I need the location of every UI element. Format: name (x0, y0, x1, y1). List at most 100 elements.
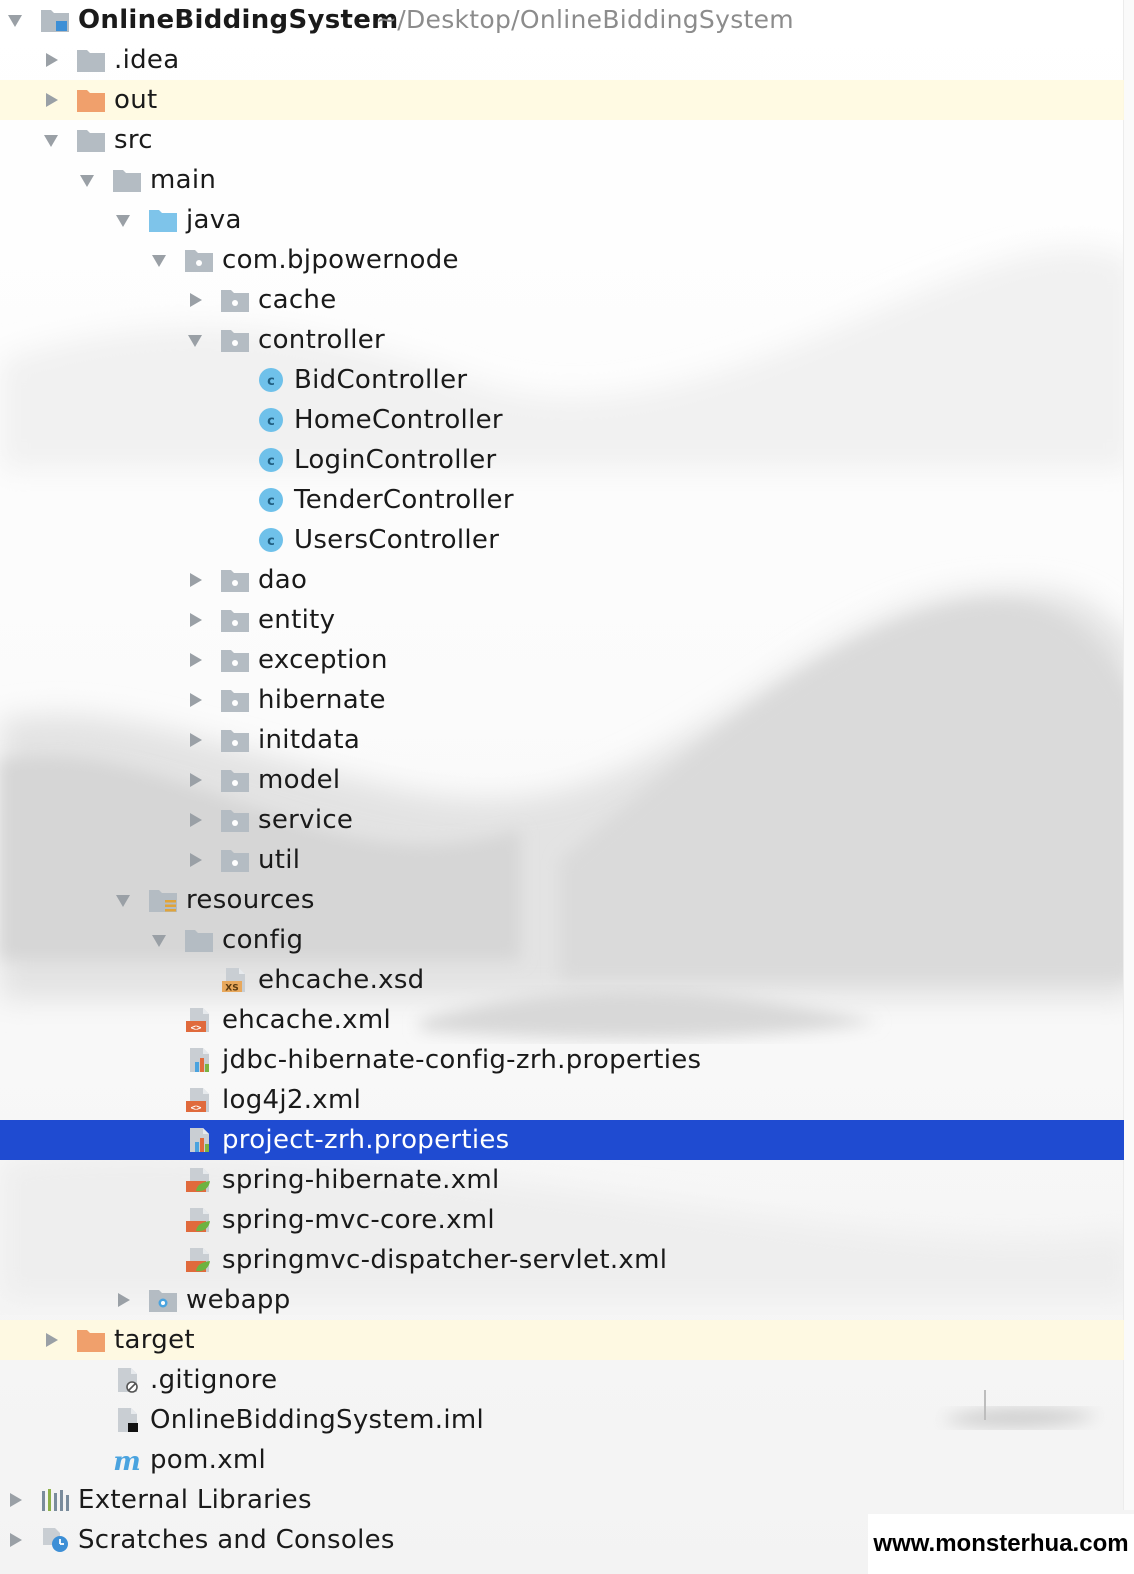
tree-root-row[interactable]: OnlineBiddingSystem ~/Desktop/OnlineBidd… (0, 0, 1124, 40)
tree-row-springmvc-dispatcher-servlet-xml[interactable]: springmvc-dispatcher-servlet.xml (0, 1240, 1124, 1280)
tree-row-src[interactable]: src (0, 120, 1124, 160)
spring-xml-file-icon (186, 1208, 210, 1232)
package-icon (221, 810, 249, 832)
chevron-right-icon[interactable] (6, 1531, 24, 1549)
chevron-right-icon[interactable] (42, 1331, 60, 1349)
properties-file-icon (190, 1048, 209, 1072)
tree-item-label: TenderController (294, 485, 514, 515)
chevron-right-icon[interactable] (186, 731, 204, 749)
package-icon (221, 570, 249, 592)
chevron-down-icon[interactable] (150, 931, 168, 949)
tree-item-label: Scratches and Consoles (78, 1525, 395, 1555)
tree-row-main[interactable]: main (0, 160, 1124, 200)
spring-xml-file-icon (186, 1248, 210, 1272)
chevron-right-icon[interactable] (114, 1291, 132, 1309)
scratches-icon (43, 1528, 68, 1552)
chevron-right-icon[interactable] (186, 291, 204, 309)
tree-row-exception[interactable]: exception (0, 640, 1124, 680)
package-icon (221, 770, 249, 792)
tree-row-dao[interactable]: dao (0, 560, 1124, 600)
tree-item-label: log4j2.xml (222, 1085, 362, 1115)
chevron-right-icon[interactable] (42, 51, 60, 69)
chevron-right-icon[interactable] (6, 1491, 24, 1509)
tree-row-model[interactable]: model (0, 760, 1124, 800)
chevron-right-icon[interactable] (186, 851, 204, 869)
chevron-right-icon[interactable] (186, 811, 204, 829)
chevron-down-icon[interactable] (114, 211, 132, 229)
tree-row-config[interactable]: config (0, 920, 1124, 960)
chevron-down-icon[interactable] (150, 251, 168, 269)
tree-item-label: LoginController (294, 445, 497, 475)
tree-item-label: dao (258, 565, 308, 595)
tree-row-controller[interactable]: controller (0, 320, 1124, 360)
tree-row-logincontroller[interactable]: c LoginController (0, 440, 1124, 480)
tree-row-resources[interactable]: resources (0, 880, 1124, 920)
tree-row-initdata[interactable]: initdata (0, 720, 1124, 760)
tree-row-project-zrh-properties[interactable]: project-zrh.properties (0, 1120, 1124, 1160)
tree-row-onlinebiddingsystem-iml[interactable]: OnlineBiddingSystem.iml (0, 1400, 1124, 1440)
java-class-icon: c (259, 488, 283, 512)
tree-row-spring-hibernate-xml[interactable]: spring-hibernate.xml (0, 1160, 1124, 1200)
tree-row-homecontroller[interactable]: c HomeController (0, 400, 1124, 440)
tree-item-label: cache (258, 285, 337, 315)
chevron-right-icon[interactable] (186, 571, 204, 589)
tree-item-label: model (258, 765, 341, 795)
tree-row-util[interactable]: util (0, 840, 1124, 880)
chevron-down-icon[interactable] (186, 331, 204, 349)
tree-row-spring-mvc-core-xml[interactable]: spring-mvc-core.xml (0, 1200, 1124, 1240)
java-class-icon: c (259, 448, 283, 472)
tree-row-cache[interactable]: cache (0, 280, 1124, 320)
tree-row-log4j2-xml[interactable]: <>log4j2.xml (0, 1080, 1124, 1120)
chevron-down-icon[interactable] (6, 11, 24, 29)
tree-row-tendercontroller[interactable]: c TenderController (0, 480, 1124, 520)
chevron-right-icon[interactable] (186, 691, 204, 709)
java-class-icon: c (259, 408, 283, 432)
tree-row-service[interactable]: service (0, 800, 1124, 840)
tree-row-jdbc-hibernate-config-zrh-properties[interactable]: jdbc-hibernate-config-zrh.properties (0, 1040, 1124, 1080)
project-name: OnlineBiddingSystem (78, 5, 399, 35)
package-icon (185, 250, 213, 272)
package-icon (221, 290, 249, 312)
resources-folder-icon (149, 890, 177, 912)
chevron-right-icon[interactable] (186, 771, 204, 789)
tree-row-idea[interactable]: .idea (0, 40, 1124, 80)
package-icon (221, 330, 249, 352)
tree-row-external-libraries[interactable]: External Libraries (0, 1480, 1124, 1520)
tree-row-entity[interactable]: entity (0, 600, 1124, 640)
chevron-right-icon[interactable] (186, 611, 204, 629)
tree-row-java[interactable]: java (0, 200, 1124, 240)
tree-row-gitignore[interactable]: .gitignore (0, 1360, 1124, 1400)
tree-item-label: exception (258, 645, 388, 675)
chevron-down-icon[interactable] (78, 171, 96, 189)
tree-row-out[interactable]: out (0, 80, 1124, 120)
chevron-down-icon[interactable] (114, 891, 132, 909)
tree-row-com-bjpowernode[interactable]: com.bjpowernode (0, 240, 1124, 280)
xml-file-icon: <> (186, 1008, 209, 1033)
scrollbar-track[interactable] (1123, 0, 1134, 1510)
tree-item-label: project-zrh.properties (222, 1125, 510, 1155)
package-icon (221, 730, 249, 752)
tree-row-hibernate[interactable]: hibernate (0, 680, 1124, 720)
chevron-down-icon[interactable] (42, 131, 60, 149)
chevron-right-icon[interactable] (42, 91, 60, 109)
tree-item-label: HomeController (294, 405, 503, 435)
tree-item-label: initdata (258, 725, 361, 755)
tree-row-target[interactable]: target (0, 1320, 1124, 1360)
tree-item-label: ehcache.xsd (258, 965, 425, 995)
tree-item-label: .gitignore (150, 1365, 278, 1395)
java-class-icon: c (259, 528, 283, 552)
project-path: ~/Desktop/OnlineBiddingSystem (376, 5, 794, 34)
folder-icon (77, 130, 105, 152)
tree-row-webapp[interactable]: webapp (0, 1280, 1124, 1320)
java-class-icon: c (259, 368, 283, 392)
svg-text:c: c (267, 414, 275, 429)
tree-row-ehcache-xml[interactable]: <>ehcache.xml (0, 1000, 1124, 1040)
tree-item-label: .idea (114, 45, 180, 75)
tree-row-scratches-and-consoles[interactable]: Scratches and Consoles (0, 1520, 1124, 1560)
chevron-right-icon[interactable] (186, 651, 204, 669)
